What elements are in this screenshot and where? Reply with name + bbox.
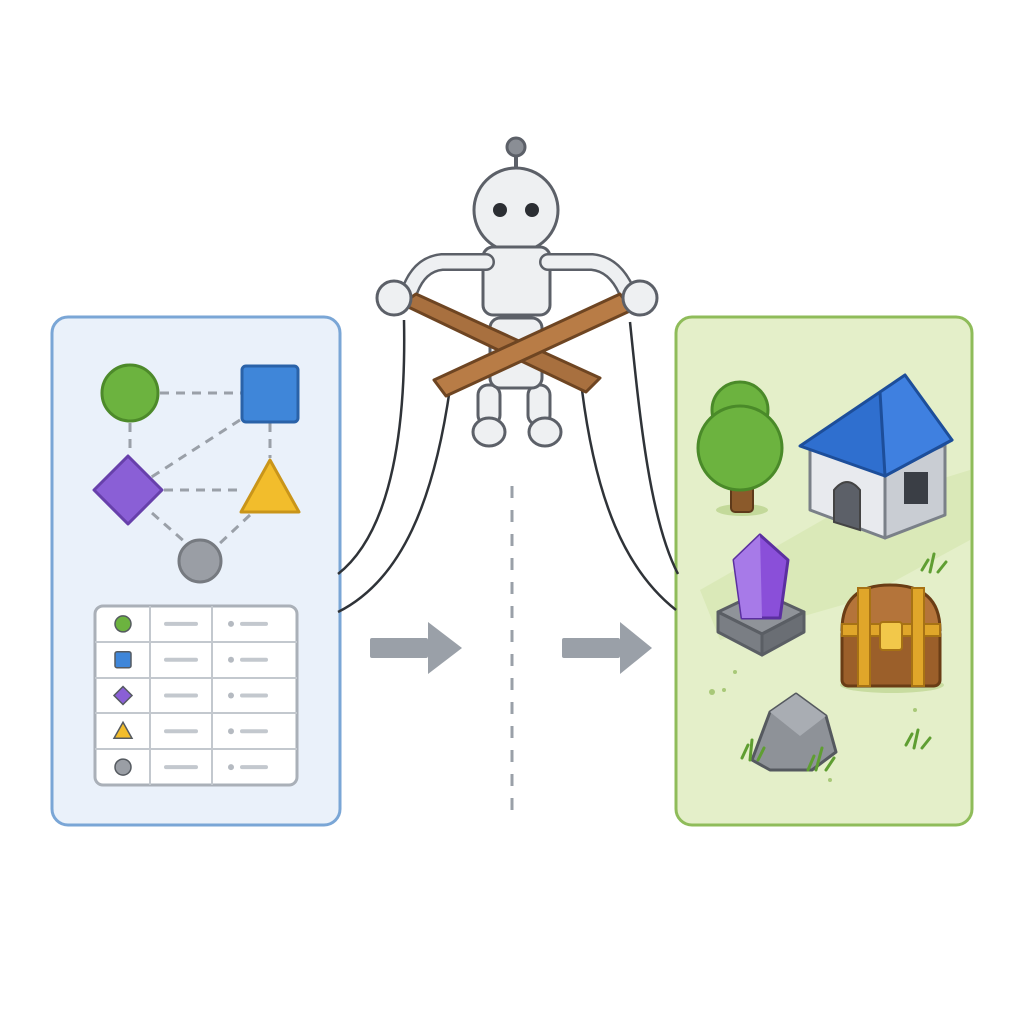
arrow-right-icon	[562, 622, 652, 674]
table-cell-bullet	[228, 692, 234, 699]
table-row	[114, 758, 268, 776]
table-cell-bullet	[228, 656, 234, 663]
gray-circle-node-icon	[177, 538, 223, 584]
table-cell-bullet	[228, 620, 234, 627]
puppet-string-icon	[337, 319, 680, 614]
rock-icon	[750, 692, 838, 772]
right-panel	[674, 315, 974, 827]
table-row	[114, 615, 268, 633]
arrow-right-icon	[370, 622, 462, 674]
graph-edges	[128, 391, 272, 547]
tree-icon	[696, 380, 784, 516]
data-table-icon	[93, 604, 299, 787]
grass-tuft-icon	[740, 552, 948, 772]
purple-diamond-node-icon	[92, 454, 164, 526]
robot-puppeteer-icon	[375, 136, 659, 448]
table-row-marker-icon	[114, 758, 132, 776]
table-row	[112, 685, 268, 706]
table-row	[114, 650, 268, 669]
blue-square-node-icon	[240, 364, 300, 424]
table-cell-bullet	[228, 764, 234, 771]
table-row-marker-icon	[114, 650, 132, 669]
table-row-marker-icon	[112, 720, 134, 740]
green-circle-node-icon	[100, 363, 160, 423]
house-icon	[798, 373, 954, 540]
left-panel	[50, 315, 342, 827]
table-row-marker-icon	[114, 615, 132, 633]
wooden-control-bar-icon	[400, 292, 634, 398]
treasure-chest-icon	[840, 583, 944, 693]
table-row-marker-icon	[112, 685, 134, 706]
crystal-icon	[716, 533, 806, 657]
table-row	[112, 720, 268, 740]
table-cell-bullet	[228, 728, 234, 735]
yellow-triangle-node-icon	[239, 458, 301, 514]
